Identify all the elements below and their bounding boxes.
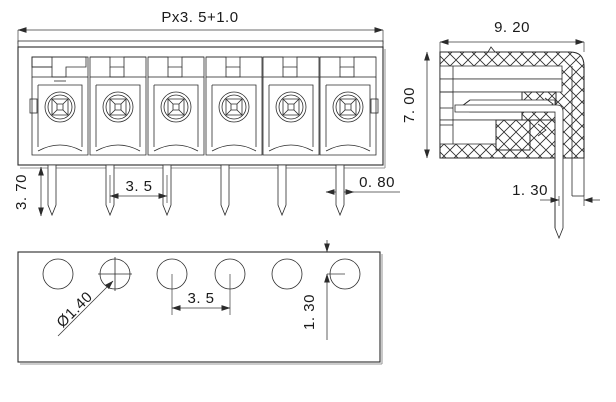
pin-width-label: 0. 80 bbox=[359, 174, 395, 191]
terminal-cells bbox=[29, 56, 379, 156]
pcb-hole bbox=[271, 258, 303, 290]
dimension-body-height: 7. 00 bbox=[401, 51, 430, 159]
side-view: 9. 20 7. 00 bbox=[401, 19, 600, 240]
pcb-layout-view: Ø1.40 3. 5 1. 30 bbox=[17, 240, 383, 365]
side-outline-edges bbox=[571, 66, 585, 197]
terminal-cell bbox=[319, 56, 379, 156]
dimension-edge-offset: 1. 30 bbox=[301, 240, 345, 340]
pin-offset-label: 1. 30 bbox=[512, 182, 548, 199]
front-view-pins bbox=[47, 164, 345, 217]
overall-width-label: Px3. 5+1.0 bbox=[161, 9, 238, 26]
dimension-pin-offset: 1. 30 bbox=[512, 182, 600, 206]
body-height-label: 7. 00 bbox=[401, 87, 418, 123]
front-view: Px3. 5+1.0 bbox=[13, 9, 400, 217]
edge-offset-label: 1. 30 bbox=[301, 294, 318, 330]
terminal-cell bbox=[205, 56, 263, 156]
pin-pitch-label: 3. 5 bbox=[125, 178, 152, 195]
dimension-pin-width: 0. 80 bbox=[325, 174, 400, 195]
hole-pitch-label: 3. 5 bbox=[187, 290, 214, 307]
dimension-pin-pitch: 3. 5 bbox=[109, 175, 168, 203]
dimension-pin-length: 3. 70 bbox=[13, 166, 44, 217]
body-depth-label: 9. 20 bbox=[494, 19, 530, 36]
pcb-hole bbox=[42, 258, 74, 290]
side-pin bbox=[454, 104, 564, 240]
dimension-body-depth: 9. 20 bbox=[439, 19, 585, 52]
dimension-hole-pitch: 3. 5 bbox=[171, 274, 231, 315]
terminal-cell bbox=[147, 56, 205, 156]
dimension-overall-width: Px3. 5+1.0 bbox=[17, 9, 384, 44]
terminal-cell bbox=[29, 56, 89, 156]
pin-length-label: 3. 70 bbox=[13, 174, 30, 210]
terminal-cell bbox=[262, 56, 320, 156]
terminal-cell bbox=[89, 56, 147, 156]
